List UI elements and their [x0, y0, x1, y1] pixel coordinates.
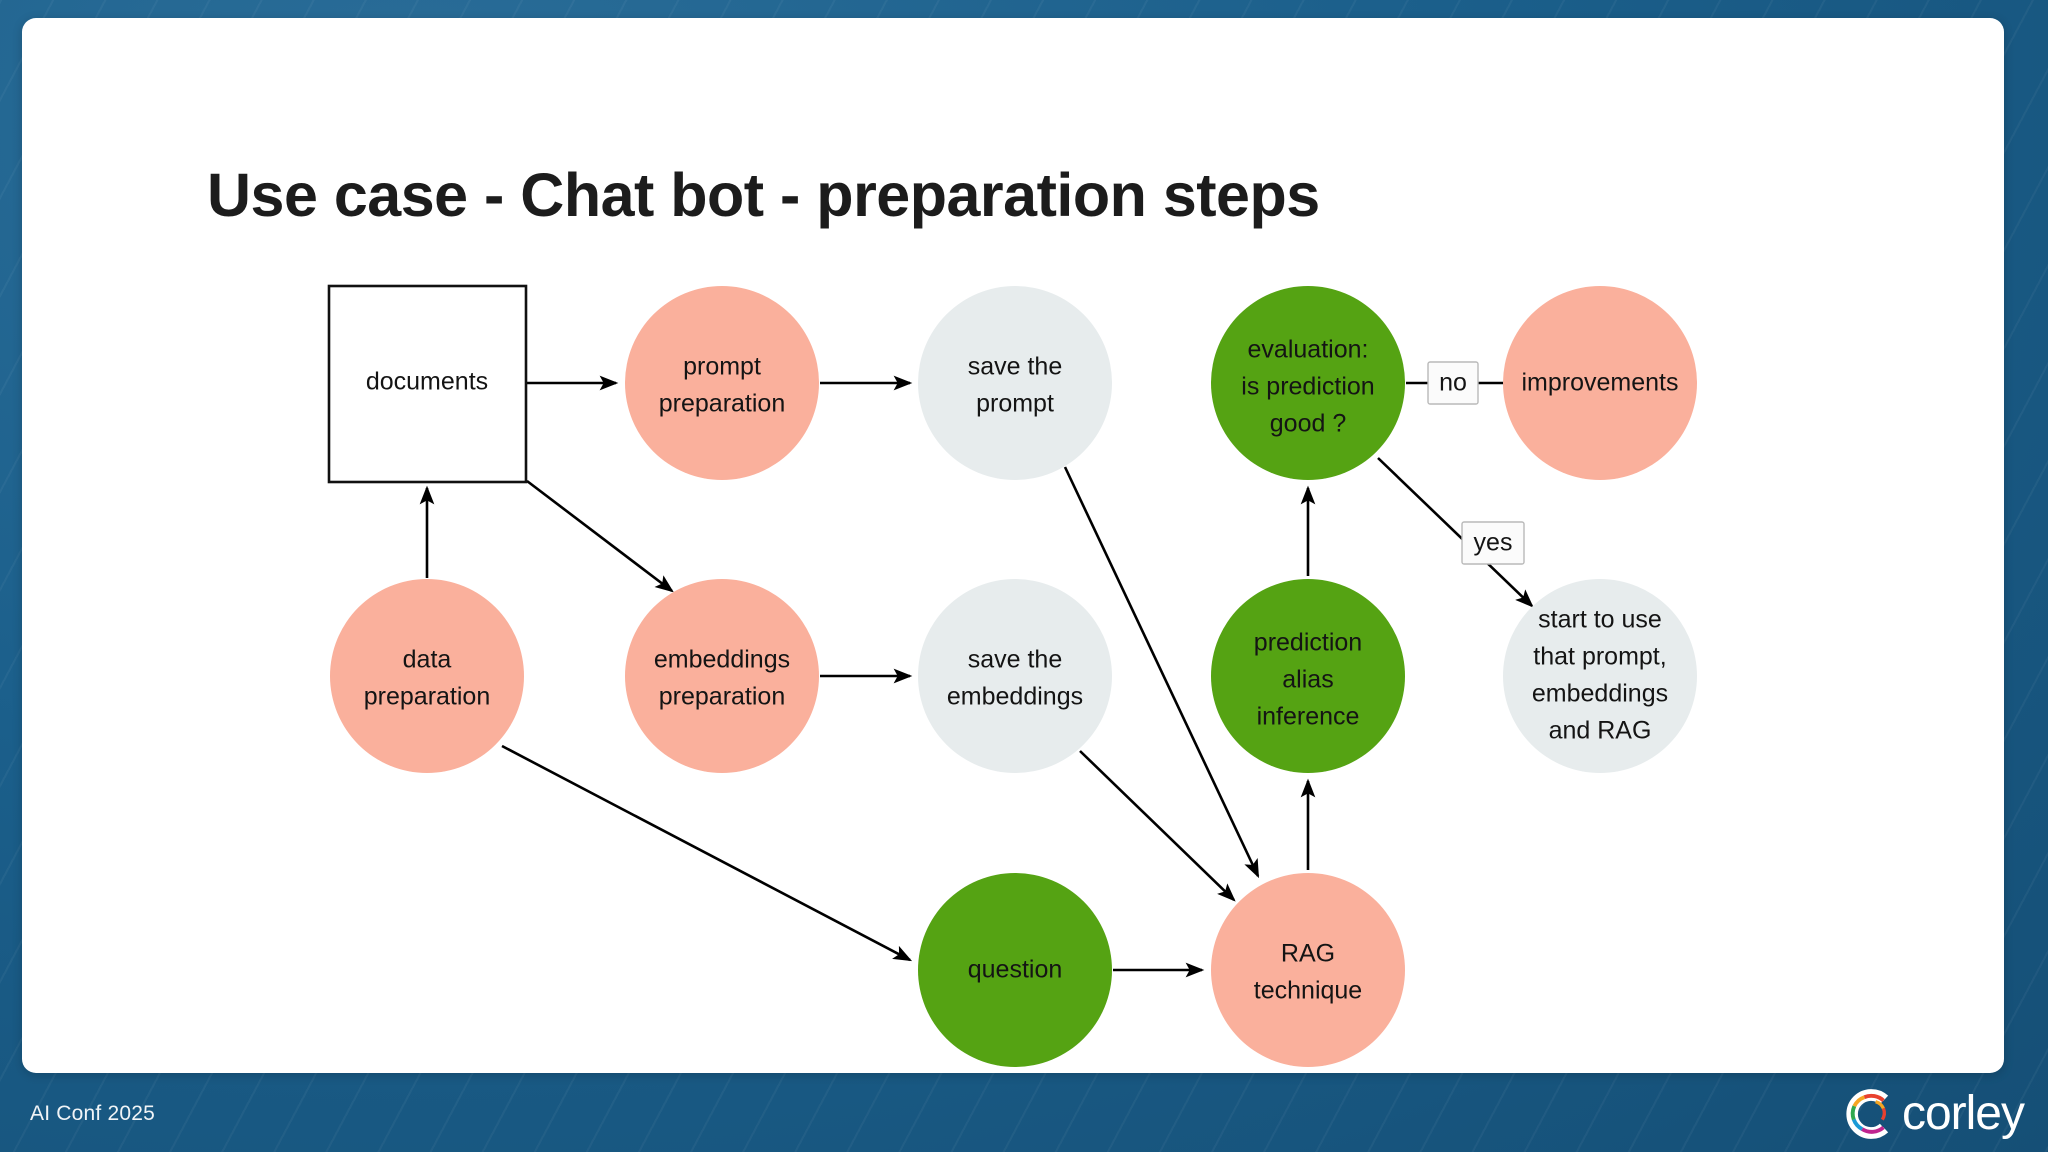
node-start-to-use-label-line2: that prompt,	[1533, 643, 1666, 671]
node-data-preparation-shape[interactable]	[330, 579, 524, 773]
node-question-label: question	[968, 956, 1063, 984]
flowchart-diagram: no yes documents prompt prepara	[327, 284, 1697, 1067]
node-question[interactable]: question	[918, 873, 1112, 1067]
node-prediction-alias-inference-label-line2: alias	[1282, 666, 1333, 694]
corley-c-mark-icon	[1846, 1089, 1889, 1139]
node-save-the-prompt-label-line1: save the	[968, 353, 1063, 381]
node-rag-technique[interactable]: RAG technique	[1211, 873, 1405, 1067]
node-improvements[interactable]: improvements	[1503, 286, 1697, 480]
node-start-to-use-label-line1: start to use	[1538, 606, 1662, 634]
corley-wordmark: corley	[1901, 1087, 2025, 1140]
node-prompt-preparation-label-line2: preparation	[659, 390, 785, 418]
node-evaluation-label-line1: evaluation:	[1248, 336, 1369, 364]
corley-logo: corley	[1842, 1086, 2025, 1142]
node-documents-shape[interactable]	[327, 284, 528, 484]
node-start-to-use-label-line3: embeddings	[1532, 680, 1668, 708]
node-save-the-embeddings-label-line1: save the	[968, 646, 1063, 674]
node-documents[interactable]: documents	[327, 284, 528, 484]
edge-label-no-box	[1427, 361, 1479, 405]
footer-conference-label: AI Conf 2025	[30, 1102, 155, 1125]
node-start-to-use-label-line4: and RAG	[1549, 717, 1652, 745]
edge-layer	[419, 375, 1534, 978]
node-data-preparation[interactable]: data preparation	[330, 579, 524, 773]
node-prompt-preparation-label-line1: prompt	[683, 353, 761, 381]
edge-label-layer: no yes	[1427, 361, 1525, 565]
node-question-shape[interactable]	[918, 873, 1112, 1067]
node-prompt-preparation-shape[interactable]	[625, 286, 819, 480]
node-rag-technique-label-line1: RAG	[1281, 940, 1335, 968]
node-evaluation-label-line2: is prediction	[1241, 373, 1374, 401]
node-prediction-alias-inference-shape[interactable]	[1211, 579, 1405, 773]
node-prediction-alias-inference[interactable]: prediction alias inference	[1211, 579, 1405, 773]
node-data-preparation-label-line2: preparation	[364, 683, 490, 711]
node-save-the-prompt[interactable]: save the prompt	[918, 286, 1112, 480]
edge-documents-to-emb-prep	[526, 479, 674, 593]
node-save-the-prompt-label-line2: prompt	[976, 390, 1054, 418]
edge-label-no-text: no	[1439, 369, 1467, 397]
node-start-to-use-shape[interactable]	[1503, 579, 1697, 773]
node-save-the-prompt-shape[interactable]	[918, 286, 1112, 480]
node-embeddings-preparation-shape[interactable]	[625, 579, 819, 773]
edge-data-prep-to-question	[501, 744, 913, 962]
edge-evaluation-to-start-use	[1377, 457, 1534, 608]
edge-label-no: no	[1427, 361, 1479, 405]
edge-save-prompt-to-rag	[1063, 466, 1260, 879]
page-title: Use case - Chat bot - preparation steps	[207, 161, 1320, 229]
edge-label-yes-box	[1461, 521, 1525, 565]
node-documents-label: documents	[366, 368, 488, 396]
node-save-the-embeddings-label-line2: embeddings	[947, 683, 1083, 711]
node-embeddings-preparation[interactable]: embeddings preparation	[625, 579, 819, 773]
node-start-to-use[interactable]: start to use that prompt, embeddings and…	[1503, 579, 1697, 773]
edge-label-yes-text: yes	[1474, 529, 1513, 557]
node-save-the-embeddings-shape[interactable]	[918, 579, 1112, 773]
node-embeddings-preparation-label-line1: embeddings	[654, 646, 790, 674]
edge-label-yes: yes	[1461, 521, 1525, 565]
node-embeddings-preparation-label-line2: preparation	[659, 683, 785, 711]
node-save-the-embeddings[interactable]: save the embeddings	[918, 579, 1112, 773]
node-improvements-label: improvements	[1522, 369, 1679, 397]
node-improvements-shape[interactable]	[1503, 286, 1697, 480]
node-rag-technique-label-line2: technique	[1254, 977, 1362, 1005]
node-prediction-alias-inference-label-line3: inference	[1257, 703, 1360, 731]
node-evaluation[interactable]: evaluation: is prediction good ?	[1211, 286, 1405, 480]
edge-save-emb-to-rag	[1079, 750, 1236, 902]
node-data-preparation-label-line1: data	[403, 646, 452, 674]
node-rag-technique-shape[interactable]	[1211, 873, 1405, 1067]
node-prediction-alias-inference-label-line1: prediction	[1254, 629, 1362, 657]
node-evaluation-label-line3: good ?	[1270, 410, 1346, 438]
node-evaluation-shape[interactable]	[1211, 286, 1405, 480]
slide-card: Use case - Chat bot - preparation steps	[22, 18, 2004, 1073]
node-prompt-preparation[interactable]: prompt preparation	[625, 286, 819, 480]
node-layer: documents prompt preparation save the pr…	[327, 284, 1697, 1067]
